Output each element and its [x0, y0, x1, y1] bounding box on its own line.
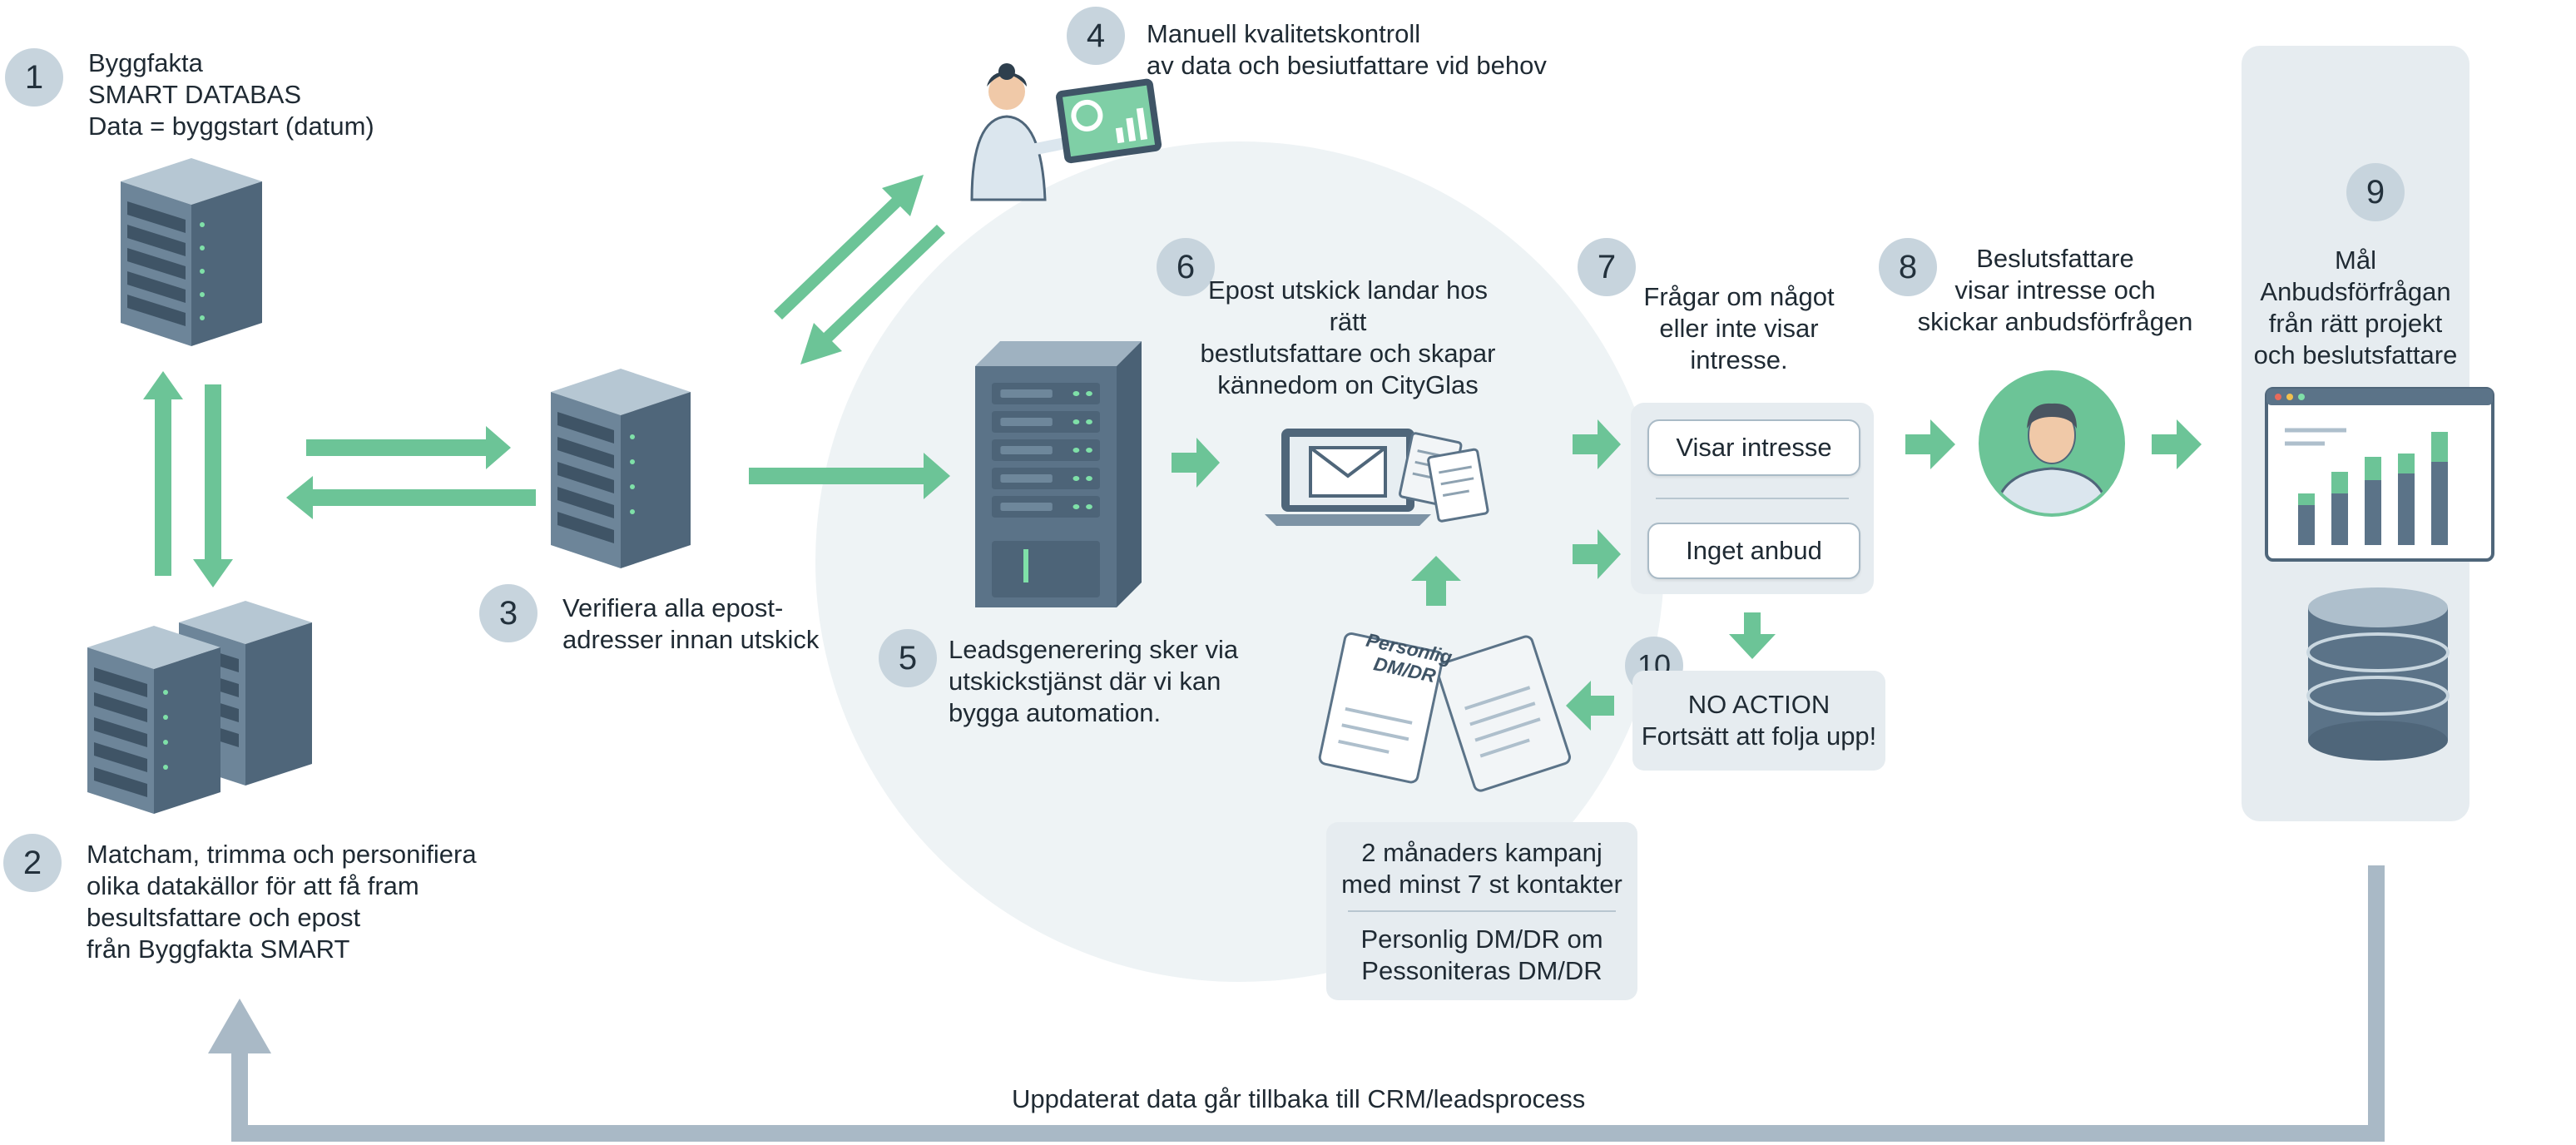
server-cluster-icon: [87, 601, 312, 814]
step-badge-9: 9: [2346, 163, 2405, 221]
no-action-box: [1632, 671, 1885, 771]
tall-server-icon: [975, 341, 1142, 607]
step-badge-8: 8: [1879, 238, 1937, 296]
option-shows-interest: Visar intresse: [1647, 419, 1860, 476]
flow-arrows: [143, 175, 2202, 731]
campaign-divider: [1348, 910, 1616, 912]
step-badge-1: 1: [5, 48, 63, 107]
dashboard-chart-icon: [2265, 387, 2494, 562]
laptop-mail-icon: [1265, 429, 1489, 526]
step-badge-3: 3: [479, 584, 537, 642]
server-rack-icon: [551, 369, 691, 568]
step-badge-5: 5: [879, 629, 937, 687]
option-no-bid: Inget anbud: [1647, 523, 1860, 579]
feedback-arrow: [208, 865, 2385, 1142]
feedback-label: Uppdaterat data går tillbaka till CRM/le…: [1012, 1084, 1586, 1113]
user-avatar-icon: [1979, 370, 2125, 517]
document-icon: [1318, 632, 1571, 792]
step-badge-2: 2: [3, 834, 62, 892]
step-badge-7: 7: [1578, 238, 1636, 296]
step-3-text: Verifiera alla epost-adresser innan utsk…: [562, 593, 820, 654]
options-divider: [1656, 498, 1849, 499]
database-icon: [2306, 587, 2450, 761]
step-badge-6: 6: [1157, 238, 1215, 296]
server-rack-icon: [121, 158, 262, 346]
step-badge-4: 4: [1067, 7, 1125, 65]
analyst-person-icon: [970, 63, 1162, 201]
